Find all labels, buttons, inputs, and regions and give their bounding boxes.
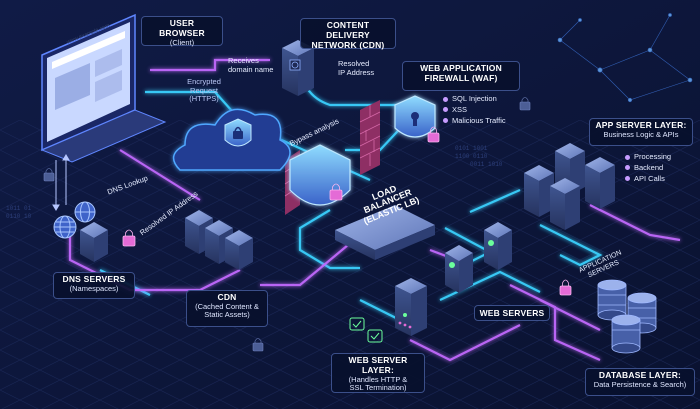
cdn-cache-title: CDN bbox=[217, 292, 237, 302]
status-leds bbox=[403, 240, 494, 317]
dns-subtitle: (Namespaces) bbox=[69, 283, 119, 293]
receives-label: Receives domain name bbox=[228, 56, 274, 74]
globe-icons bbox=[53, 201, 96, 239]
app-layer-title: APP SERVER LAYER: bbox=[595, 120, 687, 130]
web-layer-title: WEB SERVER LAYER: bbox=[348, 355, 408, 375]
receives-line1: Receives bbox=[228, 56, 259, 65]
encrypted-line1: Encrypted bbox=[187, 77, 221, 86]
resolved-ip-top-label: Resolved IP Address bbox=[338, 59, 375, 77]
waf-threat-list: SQL Injection XSS Malicious Traffic bbox=[443, 94, 506, 127]
function-item: Backend bbox=[625, 163, 671, 174]
cdn-network-title2: NETWORK (CDN) bbox=[311, 39, 385, 50]
db-layer-title: DATABASE LAYER: bbox=[598, 370, 682, 380]
database-cylinders bbox=[597, 279, 657, 354]
cdn-network-title: CONTENT DELIVERY bbox=[326, 20, 370, 40]
network-dots bbox=[557, 13, 693, 103]
threat-item: XSS bbox=[443, 105, 506, 116]
function-item: API Calls bbox=[625, 174, 671, 185]
waf-title2: FIREWALL (WAF) bbox=[424, 72, 498, 83]
cdn-cache-subtitle2: Static Assets) bbox=[204, 310, 250, 320]
lock-icons bbox=[122, 126, 572, 296]
user-browser-subtitle: (Client) bbox=[169, 37, 195, 47]
resolved-ip-top-line1: Resolved bbox=[338, 59, 370, 68]
waf-box: WEB APPLICATION FIREWALL (WAF) bbox=[402, 61, 520, 91]
cdn-cache-subtitle: (Cached Content & bbox=[195, 301, 259, 311]
db-layer-box: DATABASE LAYER: Data Persistence & Searc… bbox=[585, 368, 695, 396]
svg-text:0011 1010: 0011 1010 bbox=[470, 161, 503, 168]
svg-text:0110 10: 0110 10 bbox=[6, 213, 32, 220]
app-layer-box: APP SERVER LAYER: Business Logic & APIs bbox=[589, 118, 693, 146]
waf-title: WEB APPLICATION bbox=[420, 63, 502, 73]
lock-icons-dim bbox=[43, 97, 531, 352]
svg-text:1100 0110: 1100 0110 bbox=[455, 153, 488, 160]
check-badges bbox=[349, 317, 383, 343]
threat-item: Malicious Traffic bbox=[443, 116, 506, 127]
dns-title: DNS SERVERS bbox=[62, 274, 126, 284]
dns-servers-box: DNS SERVERS (Namespaces) bbox=[53, 272, 135, 299]
resolved-ip-top-line2: IP Address bbox=[338, 67, 375, 77]
web-layer-subtitle: (Handles HTTP & bbox=[348, 374, 408, 384]
web-layer-subtitle2: SSL Termination) bbox=[349, 383, 407, 393]
vertical-arrows bbox=[52, 154, 70, 211]
user-browser-title: USER BROWSER bbox=[159, 18, 205, 38]
shield-waf bbox=[394, 95, 436, 138]
threat-item: SQL Injection bbox=[443, 94, 506, 105]
laptop-illustration bbox=[40, 13, 167, 163]
db-layer-subtitle: Data Persistence & Search) bbox=[593, 379, 687, 389]
web-servers-box: WEB SERVERS bbox=[474, 305, 550, 321]
shield-cloud bbox=[224, 118, 252, 147]
svg-text:1011 01: 1011 01 bbox=[6, 205, 32, 212]
encrypted-line3: (HTTPS) bbox=[189, 94, 219, 104]
app-layer-subtitle: Business Logic & APIs bbox=[603, 129, 679, 139]
web-layer-box: WEB SERVER LAYER: (Handles HTTP & SSL Te… bbox=[331, 353, 425, 393]
function-item: Processing bbox=[625, 152, 671, 163]
user-browser-box: USER BROWSER (Client) bbox=[141, 16, 223, 46]
encrypted-line2: Request bbox=[190, 85, 218, 95]
svg-text:0101 1001: 0101 1001 bbox=[455, 145, 488, 152]
web-servers-title: WEB SERVERS bbox=[479, 308, 545, 318]
cdn-network-box: CONTENT DELIVERY NETWORK (CDN) bbox=[300, 18, 396, 49]
cdn-cache-box: CDN (Cached Content & Static Assets) bbox=[186, 290, 268, 327]
app-function-list: Processing Backend API Calls bbox=[625, 152, 671, 185]
encrypted-label: Encrypted Request (HTTPS) bbox=[176, 77, 232, 104]
receives-line2: domain name bbox=[228, 64, 274, 74]
